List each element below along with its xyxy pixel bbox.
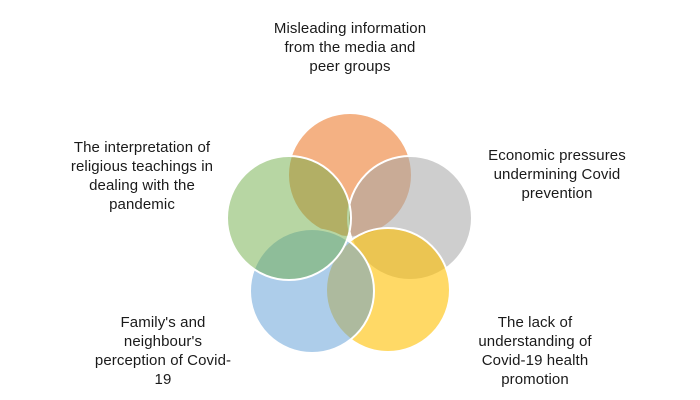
label-line: The interpretation of [73, 139, 211, 156]
label-line: from the media and [284, 39, 416, 56]
label-line: religious teachings in [70, 158, 214, 175]
label-line: dealing with the [89, 177, 195, 194]
label-family-perception: Family's and neighbour's perception of C… [73, 313, 253, 389]
label-line: peer groups [309, 58, 391, 75]
label-line: undermining Covid [493, 166, 621, 183]
label-line: neighbour's [123, 333, 203, 350]
label-health-promotion: The lack of understanding of Covid-19 he… [450, 313, 620, 389]
venn-circle-religious-teachings [226, 155, 352, 281]
label-line: Misleading information [273, 20, 427, 37]
label-line: understanding of [478, 333, 592, 350]
label-religious-teachings: The interpretation of religious teaching… [57, 138, 227, 214]
label-line: Family's and [120, 314, 206, 331]
label-line: prevention [521, 185, 593, 202]
label-economic-pressures: Economic pressures undermining Covid pre… [472, 146, 642, 203]
label-line: Covid-19 health [481, 352, 589, 369]
label-line: The lack of [497, 314, 573, 331]
label-line: pandemic [109, 196, 175, 213]
label-misleading-media: Misleading information from the media an… [250, 19, 450, 76]
label-line: 19 [154, 371, 172, 388]
label-line: promotion [501, 371, 569, 388]
label-line: perception of Covid- [94, 352, 232, 369]
label-line: Economic pressures [488, 147, 626, 164]
